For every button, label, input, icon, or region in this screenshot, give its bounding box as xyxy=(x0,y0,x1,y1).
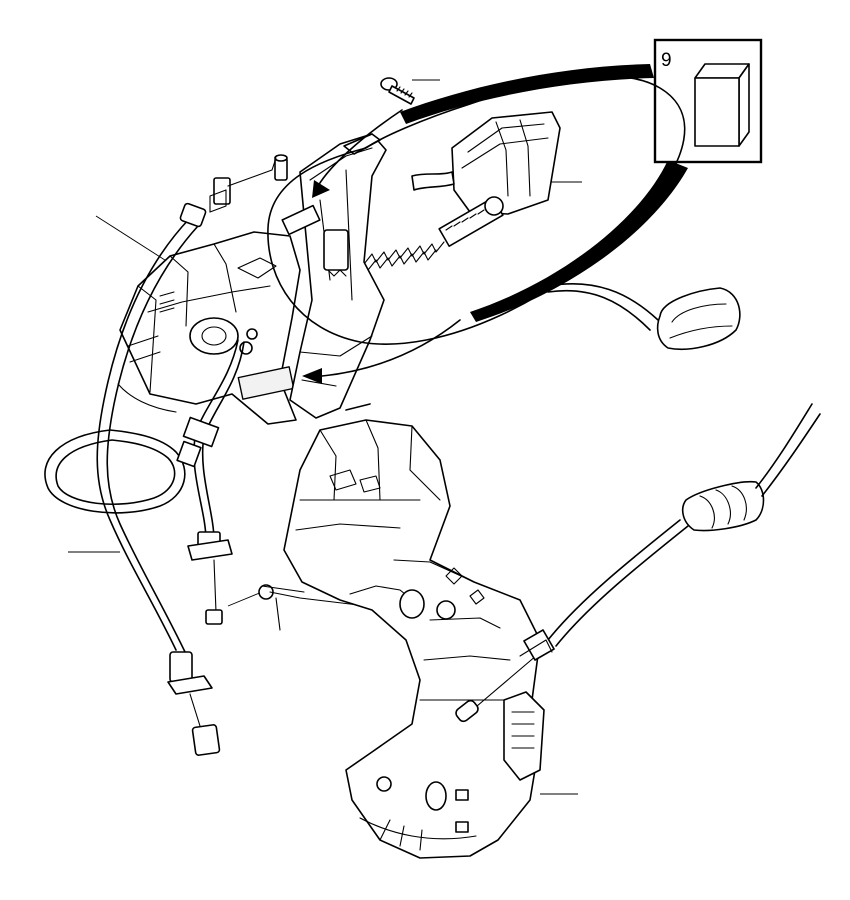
screw xyxy=(380,77,415,105)
peg xyxy=(274,154,288,181)
left-cable xyxy=(44,189,227,756)
spring xyxy=(351,241,445,273)
leader-line-handle-housing xyxy=(95,215,169,263)
connector-block-icon xyxy=(694,63,750,147)
leader-lines xyxy=(68,79,582,795)
cable-with-boot xyxy=(547,282,741,350)
leader-line-rod-connector xyxy=(227,591,263,607)
outer-cable xyxy=(519,403,821,661)
actuator-loop-line xyxy=(267,75,686,345)
callout-number: 9 xyxy=(661,50,672,71)
lock-unit xyxy=(283,419,545,859)
arrows xyxy=(302,109,461,384)
dash-marks xyxy=(345,403,371,411)
callout-wedge xyxy=(400,64,688,322)
rod-cable xyxy=(176,339,245,625)
handle-housing xyxy=(117,231,301,425)
actuator xyxy=(411,111,561,247)
linkage-frame xyxy=(213,133,387,419)
callout-box: 9 xyxy=(653,38,763,164)
